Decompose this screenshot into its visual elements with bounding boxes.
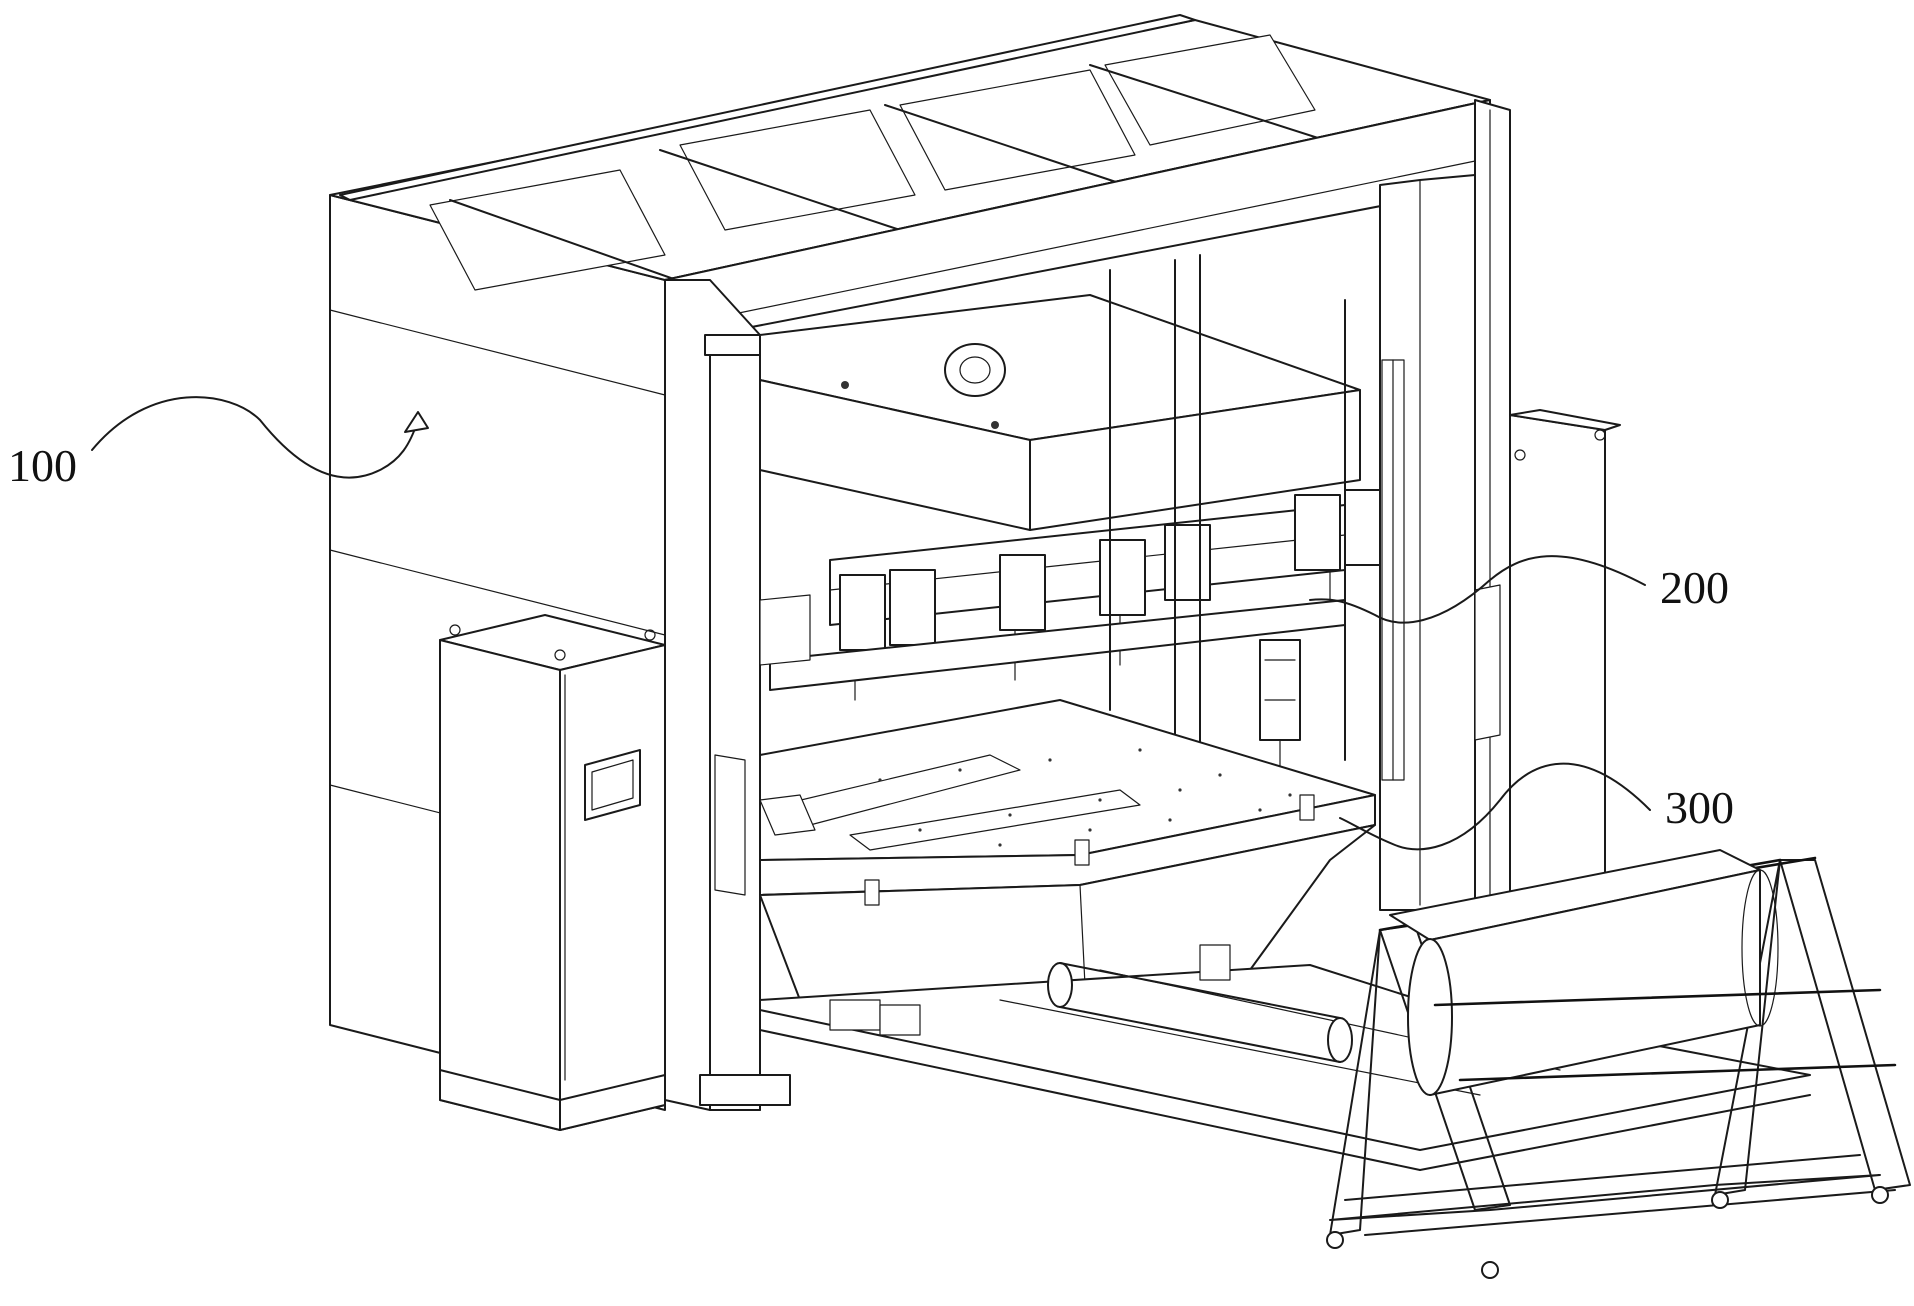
reference-label-100: 100	[8, 440, 77, 491]
press-head	[759, 294, 1381, 701]
leader-arrowhead-100	[404, 411, 429, 433]
leader-line-100	[91, 396, 419, 479]
leader-line-200	[1309, 555, 1646, 624]
leader-lines	[91, 396, 1651, 851]
base-rails	[759, 944, 1811, 1171]
leader-line-300	[1339, 762, 1651, 851]
right-side-panel	[1474, 409, 1621, 901]
electrical-cabinet	[439, 614, 666, 1131]
reference-label-200: 200	[1660, 562, 1729, 613]
work-table	[759, 699, 1376, 1001]
material-rack	[1326, 849, 1911, 1279]
reference-label-300: 300	[1665, 782, 1734, 833]
left-column	[664, 279, 791, 1111]
top-frame	[339, 14, 1491, 336]
right-column	[1379, 99, 1511, 911]
